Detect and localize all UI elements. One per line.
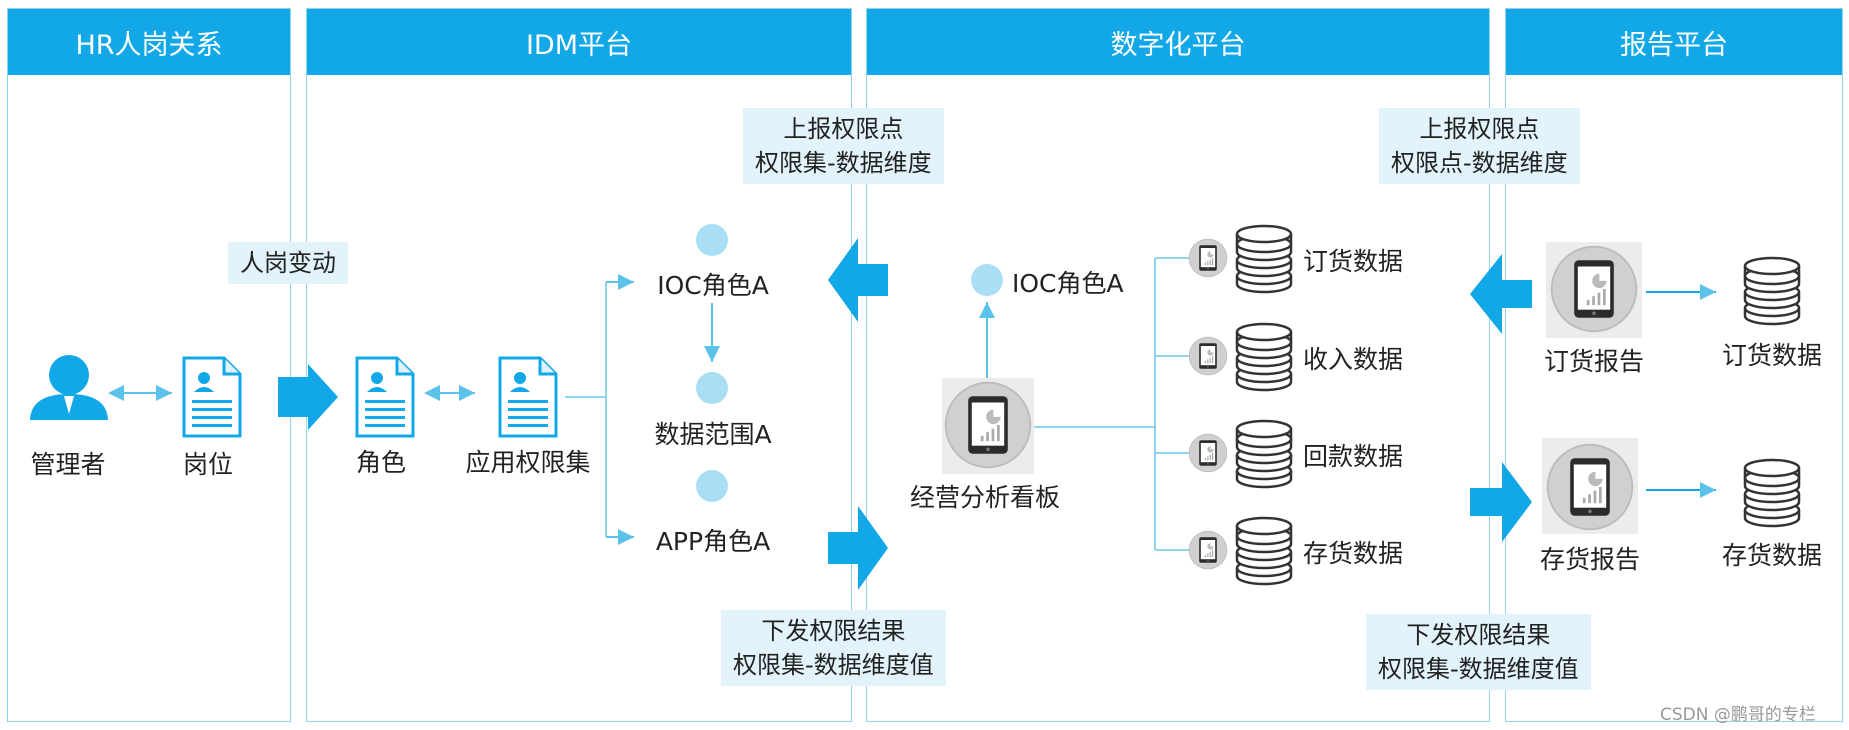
order-report-tablet-icon (1550, 245, 1638, 333)
lane-title: 报告平台 (1506, 9, 1842, 75)
payment-db-icon (1235, 419, 1293, 489)
app-role-label: APP角色A (655, 527, 771, 556)
upload-note-left: 上报权限点 权限集-数据维度 (743, 108, 944, 184)
watermark: CSDN @鹏哥的专栏 (1660, 705, 1816, 725)
issue-note-left: 下发权限结果 权限集-数据维度值 (721, 610, 946, 686)
issue-note-left-line2: 权限集-数据维度值 (733, 651, 934, 679)
issue-note-right: 下发权限结果 权限集-数据维度值 (1366, 614, 1591, 690)
inventory-data-label: 存货数据 (1303, 539, 1404, 568)
income-db-icon (1235, 322, 1293, 392)
order-db-icon (1235, 224, 1293, 294)
flow-arrow-issue-left (828, 506, 888, 590)
ioc-role-label: IOC角色A (657, 271, 769, 300)
lane-idm: IDM平台 (306, 8, 852, 722)
digital-ioc-role-label: IOC角色A (1012, 269, 1124, 298)
permset-bracket (565, 282, 607, 537)
role-doc-icon (355, 356, 415, 438)
position-doc-icon (182, 356, 242, 438)
issue-note-right-line2: 权限集-数据维度值 (1378, 655, 1579, 683)
flow-arrow-hr-to-idm (278, 364, 338, 430)
issue-note-right-line1: 下发权限结果 (1406, 621, 1551, 649)
inventory-report-tablet-icon (1546, 443, 1634, 531)
lane-digital: 数字化平台 (866, 8, 1490, 722)
order-data-label: 订货数据 (1303, 247, 1404, 276)
lane-title: 数字化平台 (867, 9, 1489, 75)
lane-hr: HR人岗关系 (7, 8, 291, 722)
position-label: 岗位 (182, 450, 234, 479)
income-data-label: 收入数据 (1303, 345, 1404, 374)
inventory-report-label: 存货报告 (1539, 545, 1641, 574)
upload-note-left-line2: 权限集-数据维度 (755, 149, 932, 177)
report-inventory-data-label: 存货数据 (1721, 541, 1823, 570)
upload-note-left-line1: 上报权限点 (783, 115, 904, 143)
manager-icon (30, 355, 108, 420)
lane-title: IDM平台 (307, 9, 851, 75)
manager-label: 管理者 (30, 450, 106, 479)
data-branch-lines (1155, 257, 1190, 551)
income-tablet-icon (1188, 336, 1228, 376)
upload-note-right: 上报权限点 权限点-数据维度 (1379, 108, 1580, 184)
order-report-label: 订货报告 (1543, 347, 1645, 376)
lane-report: 报告平台 (1505, 8, 1843, 722)
role-label: 角色 (355, 448, 407, 477)
permission-set-label: 应用权限集 (465, 448, 591, 477)
data-scope-label: 数据范围A (654, 420, 772, 449)
upload-note-right-line1: 上报权限点 (1419, 115, 1540, 143)
digital-ioc-role-node (971, 264, 1003, 296)
dashboard-label: 经营分析看板 (909, 483, 1061, 512)
upload-note-right-line2: 权限点-数据维度 (1391, 149, 1568, 177)
report-order-db-icon (1743, 256, 1801, 326)
dashboard-bracket (1034, 258, 1156, 550)
inventory-db-icon (1235, 516, 1293, 586)
app-role-node (696, 470, 728, 502)
report-order-data-label: 订货数据 (1721, 341, 1823, 370)
payment-tablet-icon (1188, 433, 1228, 473)
lane-title: HR人岗关系 (8, 9, 290, 75)
dashboard-tablet-icon (944, 381, 1032, 469)
data-scope-node (696, 372, 728, 404)
flow-arrow-upload-left (828, 238, 888, 322)
report-inventory-db-icon (1743, 458, 1801, 528)
change-note: 人岗变动 (228, 242, 348, 284)
payment-data-label: 回款数据 (1303, 442, 1404, 471)
permission-set-doc-icon (498, 356, 558, 438)
inventory-tablet-icon (1188, 530, 1228, 570)
ioc-role-node (696, 224, 728, 256)
order-tablet-icon (1188, 238, 1228, 278)
flow-arrow-issue-right (1470, 462, 1532, 542)
issue-note-left-line1: 下发权限结果 (761, 617, 906, 645)
flow-arrow-upload-right (1470, 254, 1532, 334)
